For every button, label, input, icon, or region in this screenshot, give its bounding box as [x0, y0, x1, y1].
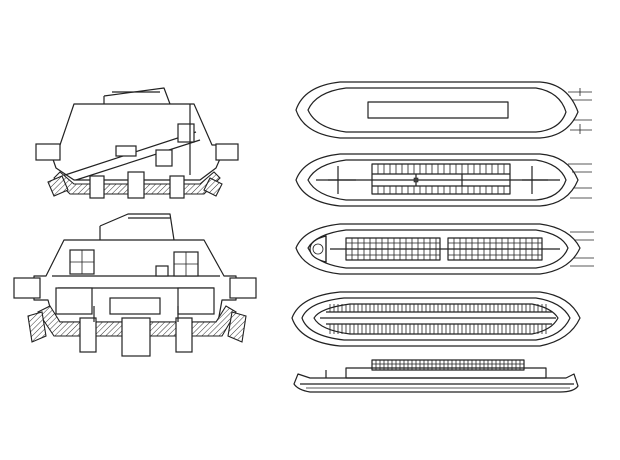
side-elevation	[293, 359, 579, 393]
cross-section-upper	[35, 87, 239, 199]
plan-hull-outline	[295, 81, 592, 139]
cross-section-lower	[13, 213, 257, 357]
plan-deck-2	[295, 223, 594, 275]
plan-deck-3	[291, 291, 581, 347]
plan-deck-1	[295, 153, 592, 207]
